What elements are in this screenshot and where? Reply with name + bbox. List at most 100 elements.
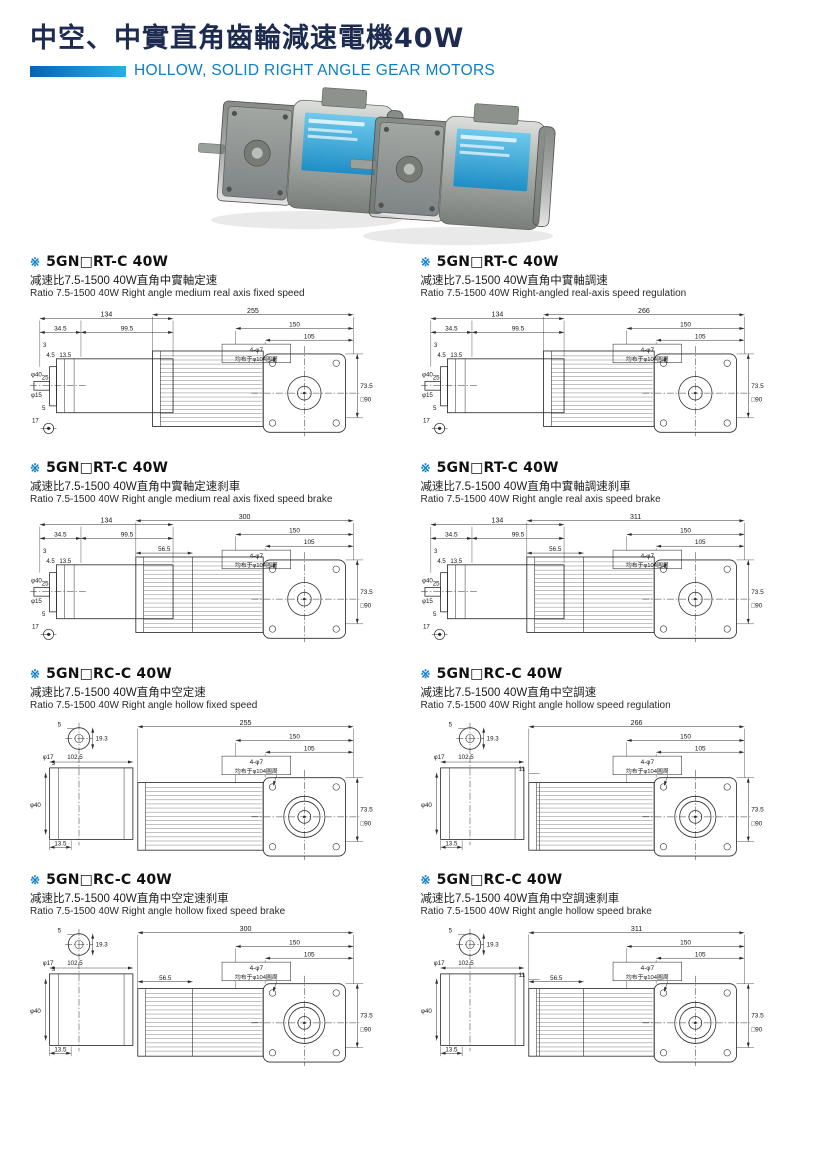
- dim-label: 34.5: [54, 531, 67, 538]
- dim-label: 19.3: [96, 941, 109, 948]
- dim-label: 4.5: [46, 559, 55, 565]
- dim-label: 5: [58, 722, 62, 729]
- model-name: 5GN□RC-C 40W: [46, 872, 172, 888]
- description-en: Ratio 7.5-1500 40W Right angle hollow sp…: [420, 700, 671, 711]
- dim-label: 均布于φ104圓周: [235, 355, 278, 363]
- dim-label: 102.5: [67, 754, 83, 761]
- dim-label: 17: [32, 624, 39, 631]
- dim-label: φ40: [421, 577, 432, 584]
- dim-label: 均布于φ104圓周: [625, 767, 668, 775]
- dim-label: φ15: [421, 392, 432, 399]
- dim-label: 4-φ7: [640, 965, 654, 972]
- description-cn: 减速比7.5-1500 40W直角中空定速刹車: [30, 893, 229, 905]
- dim-label: 4-φ7: [640, 553, 654, 560]
- dim-label: 56.5: [550, 975, 563, 982]
- dim-label: 13.5: [445, 1046, 458, 1053]
- dim-label: 4-φ7: [250, 553, 264, 560]
- model-name: 5GN□RT-C 40W: [436, 460, 559, 476]
- section-marker: ※: [30, 461, 41, 475]
- dim-label: 56.5: [159, 975, 172, 982]
- spec-section: ※ 5GN□RT-C 40W 减速比7.5-1500 40W直角中實軸定速 Ra…: [30, 254, 395, 450]
- description-cn: 减速比7.5-1500 40W直角中空定速: [30, 687, 206, 699]
- product-photo-image: [198, 87, 558, 246]
- description-cn: 减速比7.5-1500 40W直角中實軸調速: [420, 275, 608, 287]
- dim-label: 99.5: [511, 325, 524, 332]
- dim-label: □90: [360, 1026, 371, 1033]
- dim-label: 11: [518, 972, 525, 979]
- dim-label: 均布于φ104圓周: [625, 973, 668, 981]
- dim-label: 3: [43, 343, 47, 349]
- dim-label: 73.5: [360, 1013, 373, 1020]
- product-photos: [30, 82, 785, 254]
- dim-label: 73.5: [360, 807, 373, 814]
- description-en: Ratio 7.5-1500 40W Right angle hollow sp…: [420, 906, 652, 917]
- dim-label: φ17: [433, 960, 444, 967]
- dim-label: 4-φ7: [250, 347, 264, 354]
- dim-label: 5: [433, 611, 437, 618]
- dim-label: 150: [289, 733, 300, 740]
- dim-label: 150: [289, 939, 300, 946]
- section-marker: ※: [30, 873, 41, 887]
- spec-section: ※ 5GN□RC-C 40W 减速比7.5-1500 40W直角中空調速刹車 R…: [421, 872, 786, 1068]
- dim-label: 34.5: [445, 325, 458, 332]
- dim-label: 134: [491, 518, 503, 525]
- dim-label: 均布于φ104圓周: [625, 561, 668, 569]
- dim-label: 19.3: [96, 735, 109, 742]
- dim-label: 300: [240, 926, 252, 933]
- dim-label: φ40: [31, 577, 42, 584]
- dim-label: φ17: [433, 754, 444, 761]
- dim-label: 105: [694, 333, 705, 340]
- page-title: 中空、中實直角齒輪減速電機40W: [30, 23, 465, 54]
- dim-label: φ40: [31, 371, 42, 378]
- catalog-page: 中空、中實直角齒輪減速電機40W HOLLOW, SOLID RIGHT ANG…: [30, 23, 786, 1068]
- dim-label: 13.5: [450, 353, 462, 359]
- dim-label: □90: [751, 820, 762, 827]
- model-name: 5GN□RC-C 40W: [436, 872, 563, 888]
- dim-label: 均布于φ104圓周: [625, 355, 668, 363]
- dim-label: 150: [289, 527, 300, 534]
- dim-label: 25: [42, 580, 49, 587]
- spec-heading: ※ 5GN□RC-C 40W: [30, 666, 395, 682]
- dim-label: 17: [422, 418, 429, 425]
- description-en: Ratio 7.5-1500 40W Right angle hollow fi…: [30, 906, 286, 917]
- dim-label: 4.5: [46, 353, 55, 359]
- dim-label: 13.5: [59, 559, 71, 565]
- dim-label: 99.5: [121, 531, 134, 538]
- dim-label: 311: [629, 514, 640, 521]
- dim-label: 13.5: [445, 840, 458, 847]
- dim-label: 105: [694, 745, 705, 752]
- spec-heading: ※ 5GN□RC-C 40W: [421, 872, 786, 888]
- dim-label: 25: [432, 374, 439, 381]
- section-marker: ※: [30, 667, 41, 681]
- dim-label: φ40: [30, 802, 41, 809]
- dim-label: 5: [58, 928, 62, 935]
- dim-label: □90: [751, 397, 762, 404]
- dim-label: 73.5: [751, 383, 764, 390]
- spec-heading: ※ 5GN□RT-C 40W: [421, 254, 786, 270]
- dim-label: φ40: [421, 802, 432, 809]
- dim-label: 19.3: [486, 941, 499, 948]
- dim-label: 5: [448, 722, 452, 729]
- dim-label: □90: [360, 820, 371, 827]
- spec-section: ※ 5GN□RT-C 40W 减速比7.5-1500 40W直角中實軸定速刹車 …: [30, 460, 395, 656]
- dim-label: 4.5: [437, 353, 446, 359]
- dim-label: 99.5: [511, 531, 524, 538]
- dim-label: 150: [289, 321, 300, 328]
- dim-label: 5: [433, 405, 437, 412]
- description-en: Ratio 7.5-1500 40W Right angle real axis…: [420, 494, 661, 505]
- dim-label: 105: [304, 951, 315, 958]
- dim-label: 5: [42, 405, 46, 412]
- dim-label: φ40: [30, 1008, 41, 1015]
- dim-label: 105: [694, 539, 705, 546]
- model-name: 5GN□RT-C 40W: [436, 254, 559, 270]
- dim-label: φ17: [43, 754, 54, 761]
- spec-section: ※ 5GN□RC-C 40W 减速比7.5-1500 40W直角中空定速 Rat…: [30, 666, 395, 862]
- dim-label: 3: [434, 343, 438, 349]
- dim-label: 150: [680, 733, 691, 740]
- dim-label: 13.5: [54, 1046, 67, 1053]
- dim-label: 25: [42, 374, 49, 381]
- dim-label: 4-φ7: [640, 347, 654, 354]
